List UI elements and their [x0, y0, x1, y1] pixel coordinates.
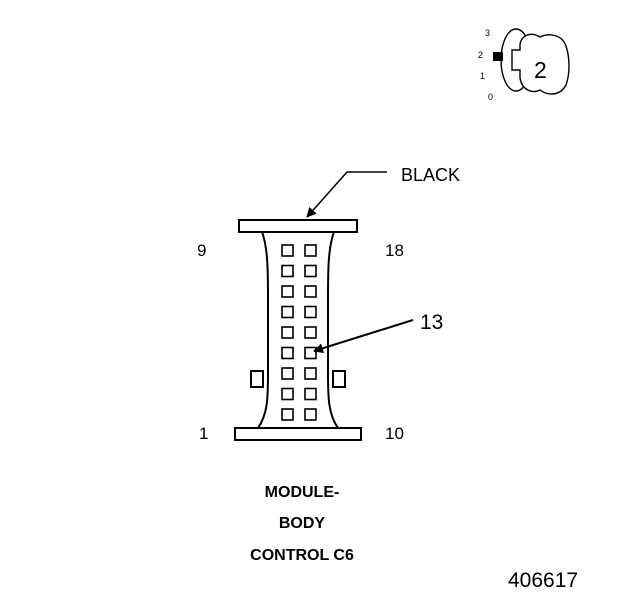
pin-number-label: 9 — [197, 241, 207, 260]
connector-caption-line: CONTROL C6 — [250, 547, 354, 564]
connector-pin — [304, 387, 317, 401]
pin-callout-leader — [313, 319, 414, 354]
ignition-key-icon — [493, 28, 570, 95]
ignition-position-label: 1 — [480, 71, 486, 81]
pin-number-label: 10 — [385, 424, 404, 443]
connector-caption-line: BODY — [278, 515, 326, 532]
connector-pin — [281, 387, 294, 401]
connector-pin — [304, 408, 317, 421]
connector-pin — [281, 244, 294, 257]
connector-pin — [281, 367, 294, 380]
connector-color-label: BLACK — [401, 165, 461, 185]
connector-pin-highlighted — [304, 346, 317, 360]
pin-number-label: 18 — [385, 241, 404, 260]
connector-pin — [281, 305, 294, 319]
pin-grid — [281, 244, 317, 421]
pin-number-label: 1 — [199, 424, 209, 443]
right-latch-tab — [332, 370, 346, 388]
figure-number: 406617 — [508, 569, 579, 592]
connector-pin — [304, 367, 317, 380]
connector-pin — [281, 346, 294, 360]
connector-pin — [304, 326, 317, 339]
pin-callout-label: 13 — [420, 311, 444, 334]
color-callout-leader — [306, 171, 387, 218]
connector-pin — [304, 305, 317, 319]
connector-pin — [281, 408, 294, 421]
connector-pin — [281, 326, 294, 339]
key-position-marker — [493, 52, 503, 61]
ignition-position-label: 0 — [488, 92, 494, 102]
left-latch-tab — [250, 370, 264, 388]
connector-housing — [256, 231, 340, 429]
connector-pin — [304, 244, 317, 257]
ignition-position-label: 2 — [478, 50, 484, 60]
connector-pin — [281, 285, 294, 298]
connector-bottom-flange — [234, 427, 362, 441]
connector-pin — [304, 285, 317, 298]
ignition-position-label: 3 — [485, 28, 491, 38]
connector-caption-line: MODULE- — [264, 484, 340, 501]
ignition-key-number: 2 — [534, 57, 547, 83]
connector-body — [234, 219, 362, 441]
connector-pin — [281, 264, 294, 278]
connector-top-flange — [238, 219, 358, 233]
connector-pin — [304, 264, 317, 278]
